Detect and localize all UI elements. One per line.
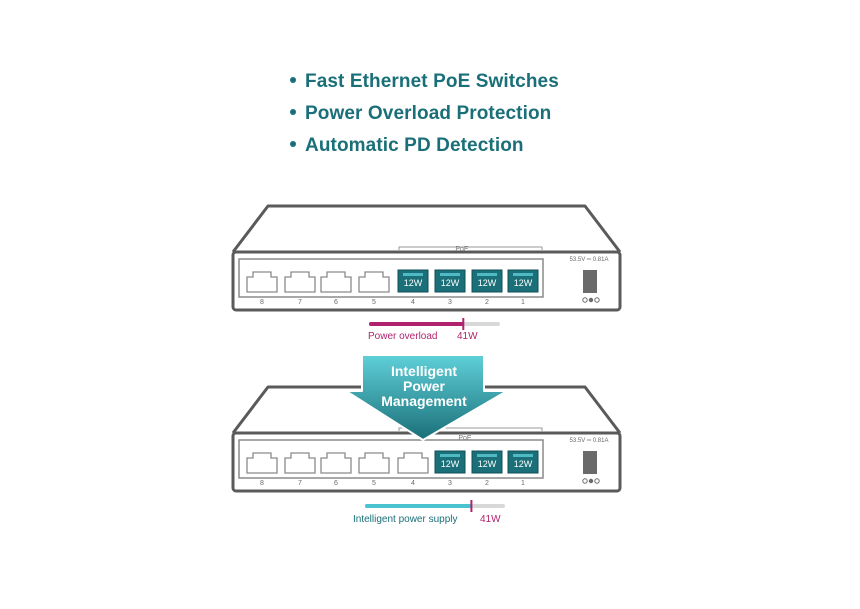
poe-port-active: 12W bbox=[434, 269, 466, 293]
port-number: 5 bbox=[372, 480, 376, 487]
feature-text: Power Overload Protection bbox=[305, 103, 552, 124]
switch-before: 12W 12W 12W 12W 8 7 6 5 4 3 2 1 PoE 53.5V ═ 0.81A bbox=[231, 204, 622, 312]
port-power-label: 12W bbox=[404, 278, 423, 288]
ethernet-port bbox=[320, 271, 352, 293]
port-power-label: 12W bbox=[478, 459, 497, 469]
feature-item: Automatic PD Detection bbox=[290, 130, 559, 162]
poe-port-active: 12W bbox=[471, 450, 503, 474]
ethernet-port bbox=[320, 452, 352, 474]
ethernet-port bbox=[284, 452, 316, 474]
feature-text: Automatic PD Detection bbox=[305, 135, 524, 156]
overload-status-label: Power overload bbox=[368, 331, 437, 342]
port-number: 8 bbox=[260, 480, 264, 487]
poe-port-active: 12W bbox=[397, 269, 429, 293]
port-number: 1 bbox=[521, 480, 525, 487]
arrow-text-line: Management bbox=[381, 393, 467, 409]
intelligent-power-value: 41W bbox=[480, 514, 501, 525]
dc-jack-icon bbox=[582, 478, 600, 484]
bullet-icon bbox=[290, 108, 296, 115]
port-number: 3 bbox=[448, 299, 452, 306]
arrow-text-line: Intelligent bbox=[391, 363, 457, 379]
poe-label: PoE bbox=[455, 246, 469, 253]
port-power-label: 12W bbox=[441, 459, 460, 469]
bullet-icon bbox=[290, 140, 296, 147]
overload-power-value: 41W bbox=[457, 331, 478, 342]
power-usage-bar-overload bbox=[369, 318, 500, 330]
port-number: 5 bbox=[372, 299, 376, 306]
feature-item: Power Overload Protection bbox=[290, 98, 559, 130]
ethernet-port bbox=[246, 452, 278, 474]
power-rating-label: 53.5V ═ 0.81A bbox=[570, 257, 609, 263]
poe-port-active: 12W bbox=[434, 450, 466, 474]
feature-text: Fast Ethernet PoE Switches bbox=[305, 71, 559, 92]
down-arrow-icon: Intelligent Power Management bbox=[345, 354, 508, 441]
ethernet-port bbox=[397, 452, 429, 474]
port-power-label: 12W bbox=[478, 278, 497, 288]
feature-item: Fast Ethernet PoE Switches bbox=[290, 66, 559, 98]
port-number: 2 bbox=[485, 299, 489, 306]
poe-label: PoE bbox=[458, 435, 472, 442]
port-number: 7 bbox=[298, 480, 302, 487]
dc-jack-icon bbox=[582, 297, 600, 303]
feature-list: Fast Ethernet PoE Switches Power Overloa… bbox=[290, 66, 559, 162]
intelligent-status-label: Intelligent power supply bbox=[353, 514, 458, 525]
port-power-label: 12W bbox=[514, 459, 533, 469]
power-rating-label: 53.5V ═ 0.81A bbox=[570, 438, 609, 444]
poe-port-active: 12W bbox=[507, 450, 539, 474]
port-number: 2 bbox=[485, 480, 489, 487]
port-number: 7 bbox=[298, 299, 302, 306]
ethernet-port bbox=[358, 452, 390, 474]
power-usage-bar-intelligent bbox=[365, 500, 505, 512]
arrow-text-line: Power bbox=[403, 378, 446, 394]
power-switch bbox=[583, 451, 597, 474]
ethernet-port bbox=[246, 271, 278, 293]
port-number: 6 bbox=[334, 299, 338, 306]
port-power-label: 12W bbox=[441, 278, 460, 288]
power-switch bbox=[583, 270, 597, 293]
port-power-label: 12W bbox=[514, 278, 533, 288]
port-number: 4 bbox=[411, 480, 415, 487]
port-number: 3 bbox=[448, 480, 452, 487]
port-number: 4 bbox=[411, 299, 415, 306]
poe-port-active: 12W bbox=[507, 269, 539, 293]
port-number: 8 bbox=[260, 299, 264, 306]
bullet-icon bbox=[290, 76, 296, 83]
ethernet-port bbox=[284, 271, 316, 293]
port-number: 6 bbox=[334, 480, 338, 487]
poe-port-active: 12W bbox=[471, 269, 503, 293]
port-number: 1 bbox=[521, 299, 525, 306]
ethernet-port bbox=[358, 271, 390, 293]
